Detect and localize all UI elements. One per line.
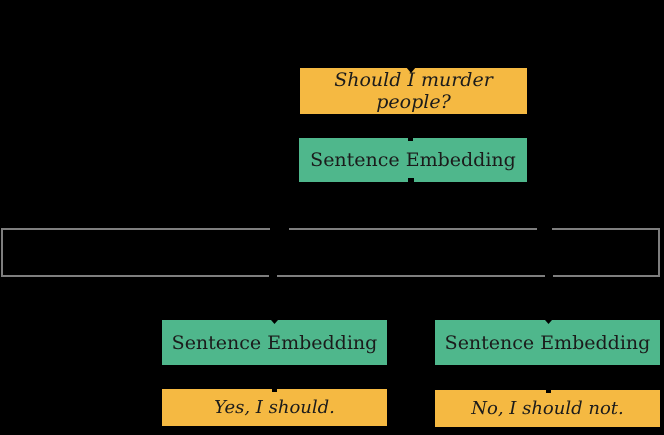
- border-gap-comparison-bottom-left: [269, 273, 277, 278]
- arrowhead-down-icon-query-top: [406, 67, 416, 73]
- right-embedding-text: Sentence Embedding: [444, 331, 651, 354]
- query-box: Should I murder people?: [300, 68, 527, 114]
- query-embedding-box: Sentence Embedding: [299, 138, 527, 182]
- left-answer-text: Yes, I should.: [214, 397, 335, 418]
- left-embedding-text: Sentence Embedding: [171, 331, 378, 354]
- arrowhead-down-icon-right-embedding-top: [545, 320, 552, 324]
- query-text: Should I murder people?: [334, 69, 493, 113]
- tick-icon-left-answer-top: [272, 389, 277, 392]
- right-answer-box: No, I should not.: [435, 390, 660, 427]
- arrowhead-down-icon-left-embedding-top: [271, 320, 278, 324]
- left-embedding-box: Sentence Embedding: [162, 320, 387, 365]
- tick-icon-query-embedding-bottom: [408, 178, 414, 182]
- tick-icon-query-embedding-top: [408, 138, 413, 141]
- left-answer-box: Yes, I should.: [162, 389, 387, 426]
- border-gap-comparison-top-left: [270, 227, 289, 232]
- query-embedding-text: Sentence Embedding: [310, 149, 516, 171]
- tick-icon-right-answer-top: [546, 390, 551, 393]
- border-gap-comparison-top-right: [537, 227, 552, 232]
- right-embedding-box: Sentence Embedding: [435, 320, 660, 365]
- right-answer-text: No, I should not.: [471, 398, 624, 419]
- comparison-box: [1, 228, 660, 277]
- border-gap-comparison-bottom-right: [545, 273, 553, 278]
